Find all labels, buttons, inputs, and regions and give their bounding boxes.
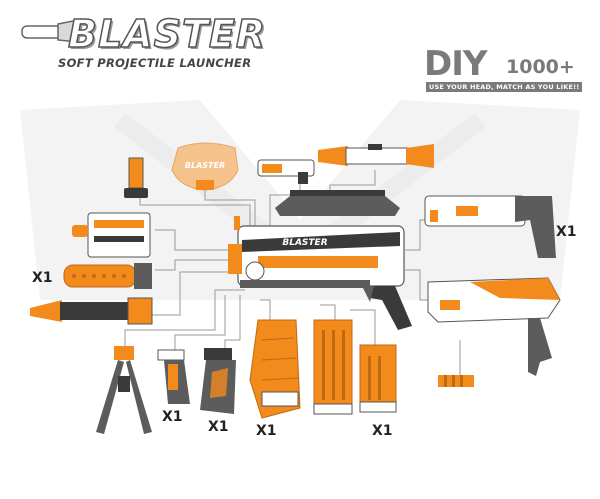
blaster-body-label: BLASTER: [282, 238, 327, 248]
curved-magazine-quantity: X1: [256, 423, 277, 439]
rail-adapter: [438, 375, 474, 387]
bipod: [96, 346, 152, 434]
rail-block: [72, 212, 151, 258]
blaster-barrel-logo-icon: [21, 19, 79, 43]
barrel-extension: [30, 297, 153, 325]
angled-grip: [200, 348, 236, 414]
sight-post: [124, 157, 148, 198]
shield-label: BLASTER: [185, 161, 225, 170]
red-dot-sight: [257, 159, 315, 184]
blaster-main-body: BLASTER: [228, 216, 412, 330]
diy-slogan: USE YOUR HEAD, MATCH AS YOU LIKE!!: [426, 82, 583, 92]
skeletal-stock: [424, 195, 556, 258]
bullpup-stock: [427, 277, 561, 376]
scope-rail: [275, 190, 400, 216]
handle-quantity: X1: [208, 419, 229, 435]
foregrip-quantity: X1: [162, 409, 183, 425]
barrel-quantity: X1: [32, 270, 53, 286]
diy-number: 1000+: [506, 56, 575, 78]
face-shield: BLASTER: [171, 142, 239, 191]
brand-tagline: SOFT PROJECTILE LAUNCHER: [58, 56, 252, 70]
stock-quantity: X1: [556, 224, 577, 240]
diy-badge: DIY 1000+ USE YOUR HEAD, MATCH AS YOU LI…: [424, 44, 594, 100]
long-scope: [318, 144, 434, 168]
brand-logo: BLASTER SOFT PROJECTILE LAUNCHER: [20, 10, 290, 72]
vertical-foregrip: [157, 349, 190, 404]
straight-magazine-quantity: X1: [372, 423, 393, 439]
straight-magazine: [313, 319, 353, 415]
curved-magazine: [249, 319, 301, 419]
brand-logo-text: BLASTER: [67, 11, 267, 57]
diy-prefix: DIY: [424, 44, 487, 84]
short-magazine: [359, 344, 397, 413]
perforated-barrel: [63, 263, 152, 289]
